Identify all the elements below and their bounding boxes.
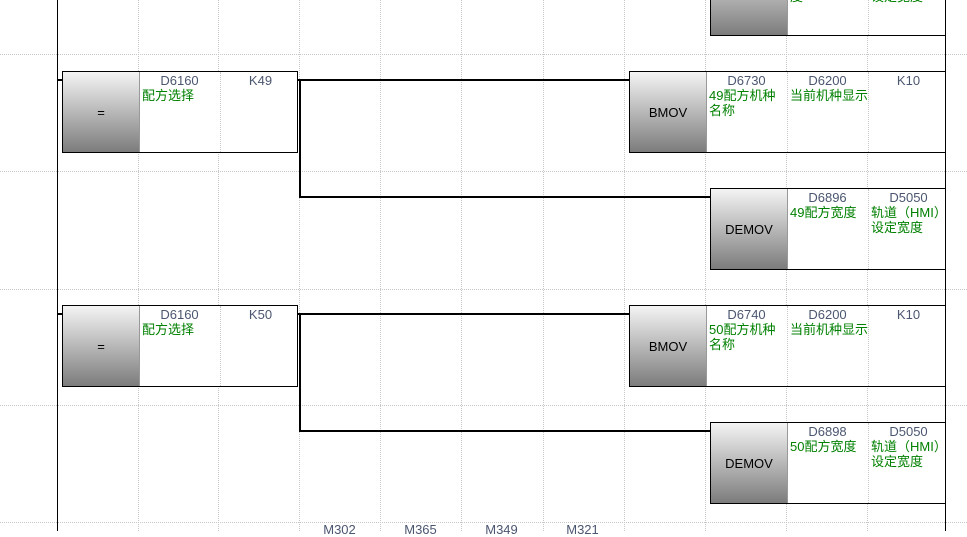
device-comment: 49配方机种名称	[709, 88, 776, 118]
cell-divider	[220, 72, 221, 152]
cell-divider	[787, 72, 788, 152]
grid-line-vertical	[461, 0, 462, 531]
contact-device-label[interactable]: M365	[404, 522, 437, 537]
grid-line-vertical	[138, 0, 139, 531]
device-comment: 50配方机种名称	[709, 322, 776, 352]
device-comment: 轨道（HMI）设定宽度	[871, 439, 947, 469]
wire-horizontal	[299, 430, 710, 432]
instruction-label: BMOV	[630, 72, 707, 152]
instruction-label: BMOV	[630, 306, 707, 386]
operand-cell[interactable]: K49	[220, 72, 301, 152]
contact-device-label[interactable]: M302	[323, 522, 356, 537]
grid-line-horizontal	[0, 289, 967, 290]
grid-line-horizontal	[0, 54, 967, 55]
instruction-label: DEMOV	[711, 189, 788, 269]
cell-divider	[220, 306, 221, 386]
operand-cell[interactable]: K10	[868, 306, 949, 386]
operand-device: D6740	[727, 307, 766, 322]
device-comment: 度	[787, 0, 868, 4]
operand-device: D5050	[889, 424, 928, 439]
wire-horizontal	[298, 313, 629, 315]
operand-device: K49	[248, 73, 273, 88]
operand-cell[interactable]: K10	[868, 72, 949, 152]
operand-cell[interactable]: 度	[787, 0, 868, 35]
grid-line-vertical	[705, 0, 706, 531]
instruction-label	[711, 0, 788, 35]
cell-divider	[868, 189, 869, 269]
device-comment: 设定宽度	[868, 0, 949, 4]
instruction-label: =	[63, 72, 140, 152]
grid-line-vertical	[299, 0, 300, 531]
demov-block-partial[interactable]: 度设定宽度	[710, 0, 946, 36]
operand-device: D6200	[808, 307, 847, 322]
grid-line-horizontal	[0, 171, 967, 172]
instruction-label: =	[63, 306, 140, 386]
grid-line-vertical	[380, 0, 381, 531]
grid-line-horizontal	[0, 522, 967, 523]
grid-line-vertical	[218, 0, 219, 531]
grid-line-horizontal	[0, 405, 967, 406]
cell-divider	[868, 0, 869, 35]
operand-cell[interactable]: K50	[220, 306, 301, 386]
operand-device: D5050	[889, 190, 928, 205]
operand-device: D6898	[808, 424, 847, 439]
operand-device: K10	[896, 307, 921, 322]
contact-device-label[interactable]: M321	[566, 522, 599, 537]
operand-device: K10	[896, 73, 921, 88]
device-comment: 配方选择	[142, 88, 195, 103]
operand-device: D6730	[727, 73, 766, 88]
wire-horizontal	[57, 79, 62, 81]
device-comment: 50配方宽度	[790, 439, 857, 454]
device-comment: 配方选择	[142, 322, 195, 337]
grid-line-vertical	[543, 0, 544, 531]
wire-vertical	[299, 313, 301, 430]
grid-line-vertical	[624, 0, 625, 531]
cell-divider	[787, 306, 788, 386]
contact-device-label[interactable]: M349	[485, 522, 518, 537]
operand-cell[interactable]: 设定宽度	[868, 0, 949, 35]
cell-divider	[868, 306, 869, 386]
device-comment: 轨道（HMI）设定宽度	[871, 205, 947, 235]
wire-horizontal	[299, 196, 710, 198]
operand-device: D6896	[808, 190, 847, 205]
left-power-rail	[57, 0, 58, 531]
operand-device: D6200	[808, 73, 847, 88]
instruction-label: DEMOV	[711, 423, 788, 503]
cell-divider	[868, 423, 869, 503]
wire-horizontal	[298, 79, 629, 81]
device-comment: 当前机种显示	[790, 322, 869, 337]
device-comment: 49配方宽度	[790, 205, 857, 220]
wire-horizontal	[57, 313, 62, 315]
device-comment: 当前机种显示	[790, 88, 869, 103]
operand-device: K50	[248, 307, 273, 322]
operand-device: D6160	[160, 73, 199, 88]
cell-divider	[868, 72, 869, 152]
operand-device: D6160	[160, 307, 199, 322]
wire-vertical	[299, 79, 301, 196]
